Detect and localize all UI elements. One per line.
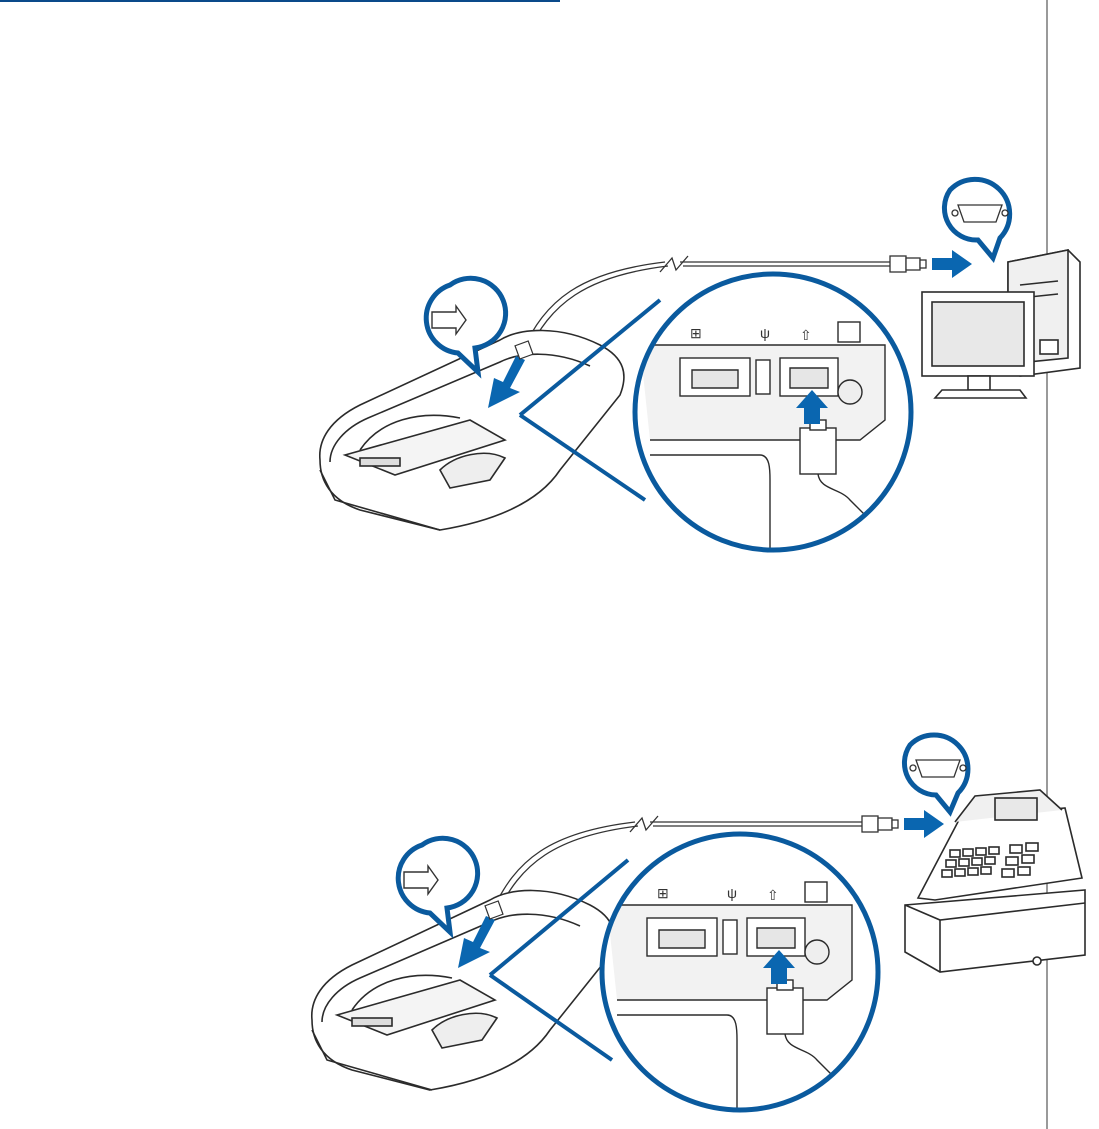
svg-text:ψ: ψ	[760, 325, 770, 341]
db9-plug-icon	[862, 816, 898, 832]
db9-plug-icon	[890, 256, 926, 272]
payment-terminal	[312, 890, 614, 1090]
port-closeup-circle: ⊞ ψ ⇧	[630, 270, 930, 565]
pc-tower-monitor-icon	[922, 250, 1080, 398]
insert-arrow-icon	[904, 810, 944, 838]
cable-break-icon	[630, 816, 658, 832]
svg-text:⊞: ⊞	[690, 325, 702, 341]
pc-serial-callout	[944, 179, 1009, 258]
svg-text:⇧: ⇧	[767, 887, 779, 903]
svg-text:ψ: ψ	[727, 885, 737, 901]
svg-text:⇧: ⇧	[800, 327, 812, 343]
cable-break-icon	[660, 256, 688, 272]
usb-port-icon	[756, 360, 770, 394]
rs232-jack-icon	[747, 918, 805, 956]
rs232-jack-icon	[780, 358, 838, 396]
usb-port-icon	[723, 920, 737, 954]
svg-text:⊞: ⊞	[657, 885, 669, 901]
ethernet-port-icon	[647, 918, 717, 956]
insert-arrow-icon	[932, 250, 972, 278]
figure-terminal-to-computer: ⊞ ψ ⇧	[0, 0, 1099, 565]
figure-terminal-to-cash-register: ⊞ ψ ⇧	[0, 560, 1099, 1125]
port-closeup-circle: ⊞ ψ ⇧	[602, 834, 878, 1120]
ethernet-port-icon	[680, 358, 750, 396]
register-serial-callout	[904, 735, 967, 812]
